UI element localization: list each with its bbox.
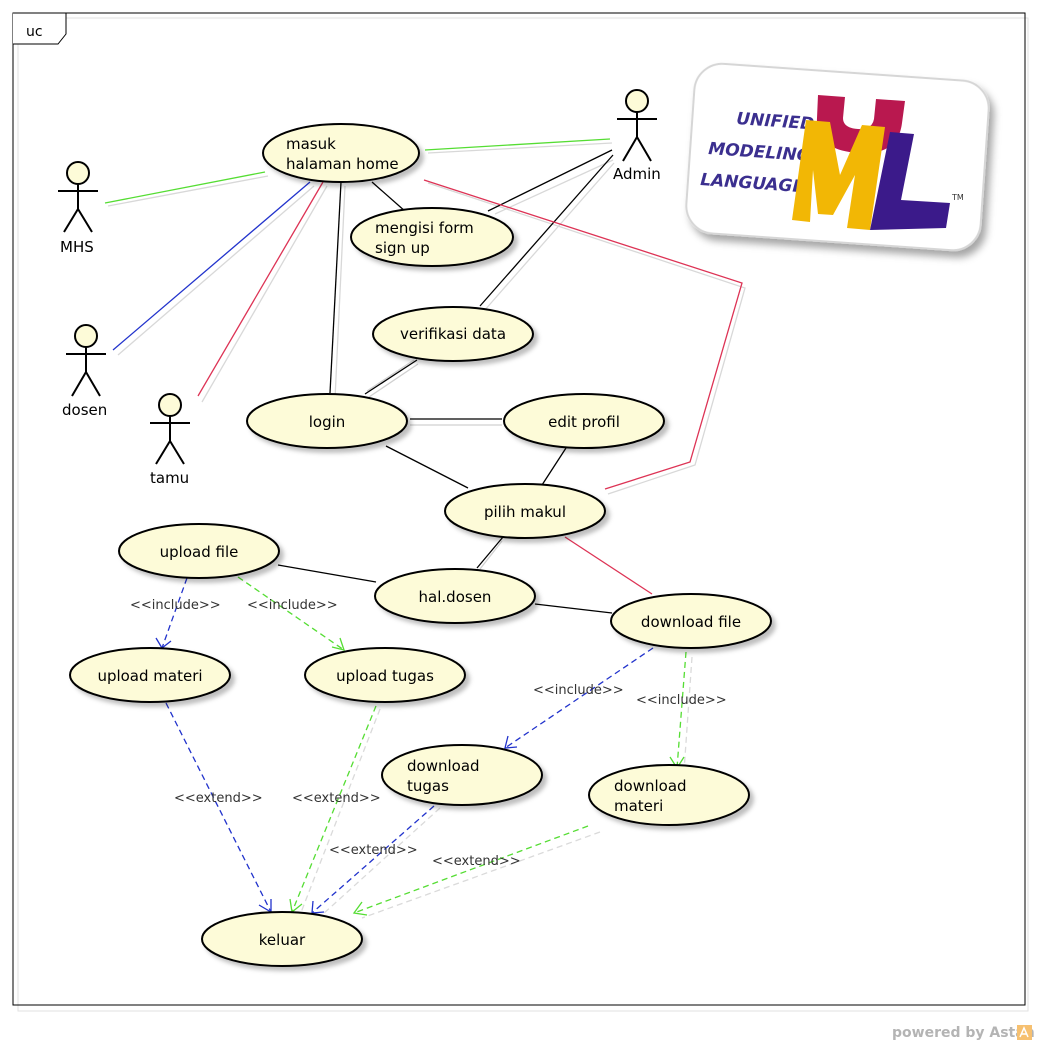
actor-tamu[interactable]: tamu	[150, 393, 190, 487]
actor-tamu-label: tamu	[150, 469, 189, 487]
usecase-edit-profil-label: edit profil	[548, 413, 620, 431]
extend-downloadtugas-keluar	[311, 805, 435, 914]
usecase-signup-line-2: sign up	[375, 239, 430, 257]
label-include-2: <<include>>	[247, 598, 338, 613]
diagram-frame: uc	[12, 12, 1029, 1012]
usecase-pilih-makul[interactable]: pilih makul	[444, 483, 606, 539]
usecase-home-line-2: halaman home	[286, 155, 399, 173]
actor-admin[interactable]: Admin	[613, 89, 661, 183]
label-extend-1: <<extend>>	[174, 791, 263, 806]
usecase-login[interactable]: login	[246, 393, 408, 449]
logo-m-shape	[792, 120, 885, 230]
extend-uploadtugas-keluar	[291, 705, 377, 913]
include-uploadfile-uploadtugas	[237, 576, 345, 651]
assoc-editprofil-pilihmakul	[541, 447, 567, 486]
label-include-4: <<include>>	[636, 693, 727, 708]
usecase-upload-tugas-label: upload tugas	[336, 667, 434, 685]
dependencies	[155, 576, 693, 919]
usecase-upload-file[interactable]: upload file	[118, 523, 280, 579]
usecase-signup-line-1: mengisi form	[375, 219, 474, 237]
logo-trademark: TM	[951, 193, 964, 202]
usecase-upload-tugas[interactable]: upload tugas	[304, 647, 466, 703]
usecase-download-materi[interactable]: download materi	[588, 764, 750, 826]
usecase-upload-file-label: upload file	[160, 543, 239, 561]
associations	[104, 138, 746, 614]
logo-l-shape	[870, 132, 950, 230]
extend-downloadmateri-keluar	[353, 825, 589, 914]
assoc-home-pilihmakul	[423, 179, 743, 490]
usecase-download-tugas-line-1: download	[407, 757, 480, 775]
footer-text: powered by Astah	[892, 1025, 1035, 1041]
astah-footer: powered by Astah	[892, 1025, 1035, 1041]
frame-tag: uc	[26, 24, 43, 40]
actor-mhs[interactable]: MHS	[58, 161, 98, 256]
assoc-home-signup	[371, 181, 407, 213]
usecase-download-tugas-line-2: tugas	[407, 777, 449, 795]
include-uploadfile-uploadmateri	[161, 577, 188, 649]
usecase-upload-materi-label: upload materi	[97, 667, 202, 685]
assoc-home-admin	[424, 138, 611, 151]
assoc-pilihmakul-haldosen	[476, 536, 504, 569]
include-downloadfile-downloadmateri	[676, 651, 687, 769]
usecase-keluar[interactable]: keluar	[201, 911, 363, 967]
include-downloadfile-downloadtugas	[504, 647, 654, 749]
usecase-keluar-label: keluar	[259, 931, 306, 949]
usecase-upload-materi[interactable]: upload materi	[69, 647, 231, 703]
assoc-tamu-home	[197, 181, 324, 397]
assoc-dosen-home	[112, 181, 311, 351]
assoc-verifikasi-login	[364, 359, 418, 395]
label-extend-4: <<extend>>	[432, 854, 521, 869]
assoc-uploadfile-haldosen	[277, 564, 377, 583]
label-include-3: <<include>>	[533, 683, 624, 698]
assoc-admin-verifikasi	[479, 154, 614, 307]
actor-admin-label: Admin	[613, 165, 661, 183]
usecase-mengisi-form-sign-up[interactable]: mengisi form sign up	[350, 207, 514, 267]
usecase-hal-dosen[interactable]: hal.dosen	[374, 568, 536, 624]
usecase-download-file[interactable]: download file	[610, 593, 772, 649]
astah-logo-icon	[1017, 1025, 1032, 1040]
actor-dosen-label: dosen	[62, 401, 107, 419]
extend-uploadmateri-keluar	[165, 702, 272, 913]
label-extend-3: <<extend>>	[329, 843, 418, 858]
usecase-edit-profil[interactable]: edit profil	[503, 393, 665, 449]
uml-logo: UNIFIED MODELING LANGUAGE TM	[685, 62, 990, 252]
assoc-admin-signup	[487, 149, 613, 212]
usecase-download-file-label: download file	[641, 613, 741, 631]
assoc-haldosen-downloadfile	[534, 603, 613, 614]
usecase-pilih-makul-label: pilih makul	[484, 503, 566, 521]
actor-mhs-label: MHS	[60, 238, 94, 256]
label-include-1: <<include>>	[130, 598, 221, 613]
usecase-hal-dosen-label: hal.dosen	[419, 588, 492, 606]
usecase-verifikasi-data[interactable]: verifikasi data	[372, 306, 534, 362]
usecase-download-tugas[interactable]: download tugas	[381, 744, 543, 806]
usecase-masuk-halaman-home[interactable]: masuk halaman home	[262, 123, 420, 183]
usecase-download-materi-line-1: download	[614, 777, 687, 795]
usecase-download-materi-line-2: materi	[614, 797, 663, 815]
usecase-login-label: login	[309, 413, 346, 431]
assoc-mhs-home	[104, 171, 266, 204]
assoc-pilihmakul-downloadfile	[564, 536, 653, 595]
assoc-login-pilihmakul	[385, 445, 469, 489]
usecase-verifikasi-label: verifikasi data	[400, 325, 506, 343]
stereotype-labels: <<include>> <<include>> <<include>> <<in…	[130, 598, 727, 869]
label-extend-2: <<extend>>	[292, 791, 381, 806]
assoc-home-login	[329, 181, 342, 394]
usecase-home-line-1: masuk	[286, 135, 336, 153]
actor-dosen[interactable]: dosen	[62, 324, 107, 419]
